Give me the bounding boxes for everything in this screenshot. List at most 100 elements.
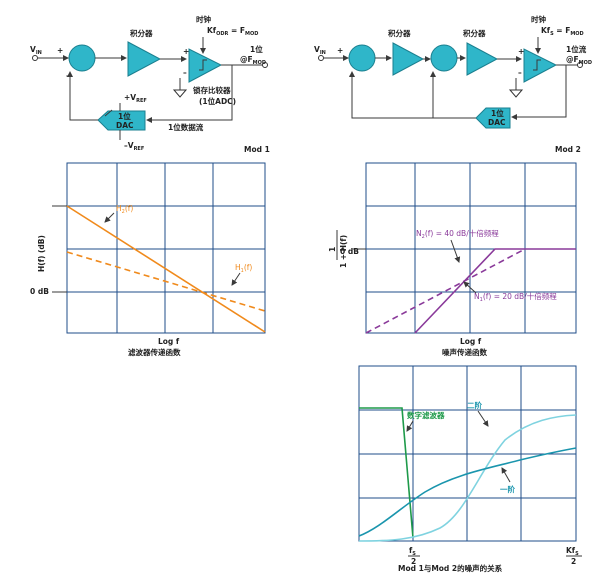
filter-caption: 滤波器传递函数: [128, 347, 181, 357]
mod2-out-2: @F: [566, 55, 579, 64]
mod2-out-1: 1位流: [566, 44, 587, 54]
mod1-clock: 时钟: [196, 14, 211, 24]
mod2-plus: +: [337, 46, 343, 55]
mod2-kf-mod: MOD: [570, 31, 583, 37]
mod1-dac-switch-icon: [104, 109, 113, 117]
compare-caption: Mod 1与Mod 2的噪声的关系: [398, 563, 503, 573]
mod2-kf: Kf: [541, 26, 551, 35]
mod1-vin: V: [30, 45, 36, 54]
mod1-comparator-label-2: (1位ADC): [199, 96, 236, 106]
mod2-integrator-1: [392, 42, 425, 76]
mod1-minus: –: [66, 71, 70, 80]
svg-text:+: +: [183, 47, 189, 56]
compare-tick-fs-den: 2: [411, 557, 416, 566]
mod2-clock: 时钟: [531, 14, 546, 24]
noise-caption: 噪声传递函数: [442, 347, 487, 357]
svg-text:KfS = FMOD: KfS = FMOD: [541, 26, 584, 37]
compare-tick-kfs-sub: S: [575, 551, 579, 557]
noise-chart: 1 1 + H(f) 0 dB N2(f) = 40 dB/十倍频程 N1(f)…: [328, 162, 577, 357]
mod2-vin-sub: IN: [320, 50, 326, 56]
mod2-output-node: [577, 62, 583, 68]
compare-first-order-curve: [358, 447, 577, 537]
svg-text:@FMOD: @FMOD: [566, 55, 592, 66]
mod2-kf-eq: = F: [554, 26, 571, 35]
mod1-out-2-sub: MOD: [253, 60, 266, 66]
mod2-dac: [475, 107, 511, 129]
mod2-out-2-sub: MOD: [579, 60, 592, 66]
mod2-ground-icon: [508, 89, 524, 98]
mod2-comparator: [523, 48, 558, 83]
noise-x-axis: Log f: [460, 337, 482, 346]
noise-y-num: 1: [328, 247, 337, 252]
mod1-vref-pos-sub: REF: [136, 98, 147, 104]
mod1-ground-icon: [172, 89, 188, 98]
svg-text:KfS: KfS: [566, 546, 579, 557]
noise-n2-label: N: [416, 229, 422, 238]
svg-text:N2(f) = 40 dB/十倍频程: N2(f) = 40 dB/十倍频程: [416, 228, 499, 240]
noise-chart-frame: [365, 162, 577, 334]
mod1-kf-sub: ODR: [216, 31, 228, 37]
svg-text:–: –: [183, 68, 187, 77]
mod2-summing-node-2: [430, 44, 458, 72]
svg-text:H2(f): H2(f): [116, 204, 133, 215]
noise-y-den: 1 + H(f): [339, 235, 348, 268]
mod1-vref-neg: –V: [124, 141, 134, 150]
svg-text:–: –: [518, 68, 522, 77]
mod2-label: Mod 2: [555, 145, 581, 154]
svg-text:@FMOD: @FMOD: [240, 55, 266, 66]
mod1-kf-eq: = F: [228, 26, 245, 35]
compare-tick-fs: f: [409, 546, 413, 555]
mod1-dac-1: 1位: [118, 111, 131, 121]
mod1-comparator: [188, 48, 223, 83]
filter-h2-sub: 2: [122, 209, 125, 215]
mod2-integrator-2: [466, 42, 499, 76]
compare-chart: 数字滤波器 二阶 一阶 fS 2 KfS 2 Mod 1与Mod 2的噪声的关系: [358, 365, 582, 573]
mod1-output-node: [262, 62, 268, 68]
noise-n2-tail: (f) = 40 dB/十倍频程: [425, 228, 499, 238]
noise-n1-line: [365, 248, 526, 334]
mod1-vin-sub: IN: [36, 50, 42, 56]
compare-tick-kfs-den: 2: [571, 557, 576, 566]
svg-text:N1(f) = 20 dB/十倍频程: N1(f) = 20 dB/十倍频程: [474, 291, 557, 303]
svg-text:+VREF: +VREF: [124, 93, 147, 104]
filter-chart-frame: [66, 162, 266, 334]
filter-h2-label: H: [116, 204, 122, 213]
filter-h1-line: [66, 251, 266, 312]
mod2-comparator-step-icon: [533, 59, 541, 71]
svg-text:H1(f): H1(f): [235, 263, 252, 274]
noise-n2-sub: 2: [422, 234, 425, 240]
compare-tick-kfs: Kf: [566, 546, 576, 555]
svg-text:fS: fS: [409, 546, 416, 557]
compare-digital-filter-label: 数字滤波器: [407, 410, 445, 420]
mod1-dac: [97, 110, 146, 131]
mod2-input-node: [318, 55, 324, 61]
mod1-diagram: VIN + – 积分器 + – 时钟 KfODR = FMOD 锁存比较器 (1…: [30, 14, 270, 154]
noise-n1-tail: (f) = 20 dB/十倍频程: [483, 291, 557, 301]
mod1-kf: Kf: [207, 26, 217, 35]
mod2-dac-1: 1位: [491, 108, 504, 118]
mod2-kf-sub: S: [550, 31, 554, 37]
mod2-diagram: VIN + – 积分器 – 积分器 + – 时钟 KfS = FMOD 1位流 …: [314, 14, 592, 154]
filter-chart: H(f) (dB) 0 dB H2(f) H1(f) Log f 滤波器传递函数: [30, 162, 266, 357]
filter-y-axis: H(f) (dB): [37, 235, 46, 272]
mod1-vref-neg-sub: REF: [134, 146, 145, 152]
svg-text:KfODR = FMOD: KfODR = FMOD: [207, 26, 258, 37]
mod2-dac-2: DAC: [488, 118, 506, 127]
noise-n2-line: [414, 248, 576, 334]
compare-digital-filter-line: [359, 407, 414, 539]
noise-n1-sub: 1: [480, 297, 483, 303]
mod1-summing-node: [68, 44, 96, 72]
mod1-out-2: @F: [240, 55, 253, 64]
compare-tick-fs-sub: S: [412, 551, 416, 557]
filter-x-axis: Log f: [158, 337, 180, 346]
mod1-integrator: [127, 41, 162, 77]
svg-text:VIN: VIN: [30, 45, 42, 56]
mod1-comparator-step-icon: [199, 59, 207, 71]
compare-second-order-label: 二阶: [467, 400, 482, 410]
mod1-out-1: 1位: [250, 44, 263, 54]
svg-text:+: +: [518, 47, 524, 56]
filter-zero-db: 0 dB: [30, 287, 49, 296]
mod1-comparator-label-1: 锁存比较器: [193, 85, 231, 95]
mod1-input-node: [32, 55, 38, 61]
